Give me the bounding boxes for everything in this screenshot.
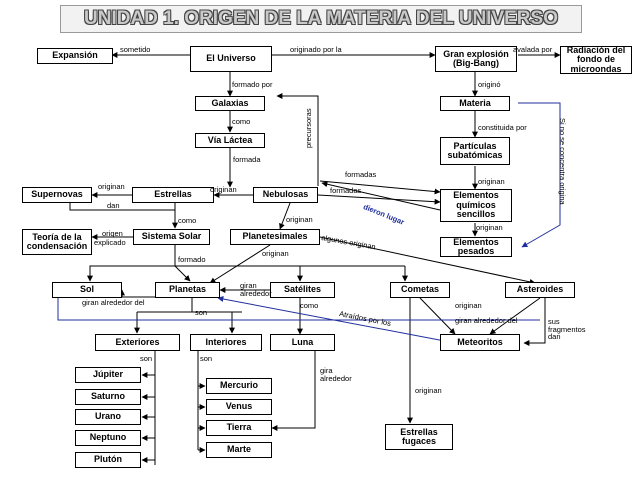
node-mercurio: Mercurio (206, 378, 272, 394)
label-como-1: como (232, 117, 251, 126)
node-marte: Marte (206, 442, 272, 458)
label-gira-alrededor: gira alrededor (320, 366, 352, 383)
label-sometido: sometido (120, 45, 151, 54)
node-particulas: Partículas subatómicas (440, 137, 510, 165)
label-son-3: son (200, 354, 213, 363)
label-originado-por-la: originado por la (290, 45, 342, 54)
label-son-1: son (195, 308, 208, 317)
node-cometas: Cometas (390, 282, 450, 298)
label-dan-1: dan (107, 201, 120, 210)
node-saturno: Saturno (75, 389, 141, 405)
label-como-3: como (300, 301, 319, 310)
label-avalada-por: avalada por (513, 45, 553, 54)
node-satelites: Satélites (270, 282, 335, 298)
page-title: UNIDAD 1. ORIGEN DE LA MATERIA DEL UNIVE… (60, 5, 582, 33)
node-estrellas-fugaces: Estrellas fugaces (385, 424, 453, 450)
label-formado: formado (178, 255, 206, 264)
node-interiores: Interiores (190, 334, 262, 351)
label-son-2: son (140, 354, 153, 363)
node-luna: Luna (270, 334, 335, 351)
node-sol: Sol (52, 282, 122, 298)
label-formada: formada (233, 155, 261, 164)
label-originan-8: originan (415, 386, 442, 395)
node-teoria: Teoría de la condensación (22, 229, 92, 255)
node-big-bang: Gran explosión (Big-Bang) (435, 46, 517, 72)
label-formado-por: formado por (232, 80, 273, 89)
label-originan-1: originan (98, 182, 125, 191)
label-sus-fragmentos-dan: sus fragmentos dan (548, 317, 586, 341)
label-origen: origen (102, 229, 123, 238)
node-planetas: Planetas (155, 282, 220, 298)
label-giran-alrededor-del-1: giran alrededor del (82, 298, 145, 307)
node-venus: Venus (206, 399, 272, 415)
node-elementos-pesados: Elementos pesados (440, 237, 512, 257)
node-sistema-solar: Sistema Solar (133, 229, 210, 245)
node-estrellas: Estrellas (132, 187, 214, 203)
label-originan-3: originan (478, 177, 505, 186)
node-neptuno: Neptuno (75, 430, 141, 446)
node-jupiter: Júpiter (75, 367, 141, 383)
label-originan-4: originan (286, 215, 313, 224)
node-asteroides: Asteroides (505, 282, 575, 298)
label-origino: originó (478, 80, 501, 89)
node-universo: El Universo (190, 46, 272, 72)
label-formadas-2: formadas (330, 186, 362, 195)
node-meteoritos: Meteoritos (440, 334, 520, 351)
label-originan-7: originan (455, 301, 482, 310)
label-explicado: explicado (94, 238, 126, 247)
label-como-2: como (178, 216, 197, 225)
node-materia: Materia (440, 96, 510, 111)
node-pluton: Plutón (75, 452, 141, 468)
node-expansion: Expansión (37, 48, 113, 64)
label-originan-5: originan (476, 223, 503, 232)
label-si-no-se-concentra: Si no se concentra origina (558, 118, 567, 205)
node-galaxias: Galaxias (195, 96, 265, 111)
node-supernovas: Supernovas (22, 187, 92, 203)
node-elementos-quimicos: Elementos químicos sencillos (440, 189, 512, 222)
label-precursoras: precursoras (304, 108, 313, 148)
node-urano: Urano (75, 409, 141, 425)
label-originan-6: originan (262, 249, 289, 258)
node-tierra: Tierra (206, 420, 272, 436)
node-radiacion: Radiación del fondo de microondas (560, 45, 632, 74)
node-planetesimales: Planetesimales (230, 229, 320, 245)
label-giran-alrededor-del-2: giran alrededor del (455, 316, 518, 325)
label-originan-2: originan (210, 185, 237, 194)
label-giran-alrededor-1: giran alrededor (240, 281, 272, 298)
node-exteriores: Exteriores (95, 334, 180, 351)
node-via-lactea: Vía Láctea (195, 133, 265, 148)
label-constituida-por: constituida por (478, 123, 527, 132)
node-nebulosas: Nebulosas (253, 187, 318, 203)
label-formadas-1: formadas (345, 170, 377, 179)
